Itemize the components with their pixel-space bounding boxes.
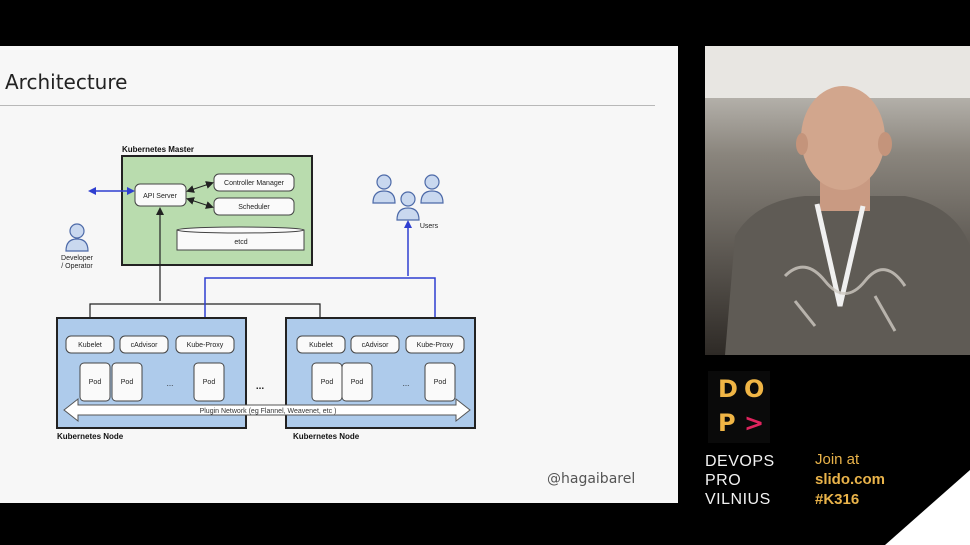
- cadvisor-label-2: cAdvisor: [362, 342, 390, 349]
- svg-text:D: D: [718, 375, 738, 403]
- kubelet-label-1: Kubelet: [78, 342, 102, 349]
- speaker-photo: [705, 46, 970, 355]
- pods-ellipsis-2: ...: [403, 379, 410, 388]
- controller-manager-box: [213, 173, 295, 192]
- plugin-network-arrow: [63, 397, 471, 423]
- brand-line-1: DEVOPS: [705, 453, 775, 470]
- cadvisor-label-1: cAdvisor: [131, 342, 159, 349]
- svg-text:P: P: [718, 409, 736, 437]
- kubelet-label-2: Kubelet: [309, 342, 333, 349]
- pod-label-2a: Pod: [321, 379, 334, 386]
- speaker-video: [705, 46, 970, 355]
- slide-title: Architecture: [5, 70, 128, 94]
- kube-proxy-label-2: Kube-Proxy: [417, 342, 454, 349]
- title-divider: [0, 105, 655, 106]
- node-label-1: Kubernetes Node: [57, 432, 124, 441]
- etcd-label: etcd: [234, 239, 247, 246]
- twitter-handle: @hagaibarel: [547, 471, 636, 487]
- conference-branding: D O P > DEVOPS PRO VILNIUS Join at slido…: [705, 355, 970, 545]
- developer-icon: [65, 223, 89, 252]
- pod-label-1c: Pod: [203, 379, 216, 386]
- scheduler-label: Scheduler: [238, 204, 270, 211]
- etcd-cylinder: [176, 226, 305, 251]
- node-label-2: Kubernetes Node: [293, 432, 360, 441]
- nodes-ellipsis: ...: [256, 381, 265, 392]
- svg-text:O: O: [744, 375, 764, 403]
- pod-label-2c: Pod: [434, 379, 447, 386]
- brand-line-2: PRO: [705, 472, 742, 489]
- conference-name: DEVOPS PRO VILNIUS: [705, 452, 775, 509]
- pods-ellipsis-1: ...: [167, 379, 174, 388]
- kube-proxy-label-1: Kube-Proxy: [187, 342, 224, 349]
- pod-label-2b: Pod: [351, 379, 364, 386]
- pod-label-1b: Pod: [121, 379, 134, 386]
- presentation-slide: Architecture Kubernetes Master API Serve…: [0, 46, 678, 503]
- slido-info: Join at slido.com #K316: [815, 450, 885, 510]
- api-server-box: [134, 183, 187, 207]
- svg-text:>: >: [744, 409, 764, 437]
- devops-pro-logo: D O P >: [708, 371, 770, 443]
- controller-manager-label: Controller Manager: [224, 180, 285, 187]
- pod-label-1a: Pod: [89, 379, 102, 386]
- users-icon: [372, 174, 444, 221]
- api-server-label: API Server: [143, 193, 178, 200]
- architecture-diagram: Kubernetes Master API Server Controller …: [56, 145, 476, 441]
- master-label: Kubernetes Master: [122, 145, 194, 154]
- scheduler-box: [213, 197, 295, 216]
- corner-decoration: [885, 470, 970, 545]
- slido-site: slido.com: [815, 471, 886, 488]
- plugin-network-label: Plugin Network (eg Flannel, Weavenet, et…: [200, 408, 337, 415]
- slido-code: #K316: [815, 491, 860, 508]
- brand-line-3: VILNIUS: [705, 491, 771, 508]
- users-label: Users: [420, 223, 439, 230]
- operator-label: / Operator: [61, 263, 93, 270]
- developer-label: Developer: [61, 255, 94, 262]
- join-at-label: Join at: [815, 451, 860, 468]
